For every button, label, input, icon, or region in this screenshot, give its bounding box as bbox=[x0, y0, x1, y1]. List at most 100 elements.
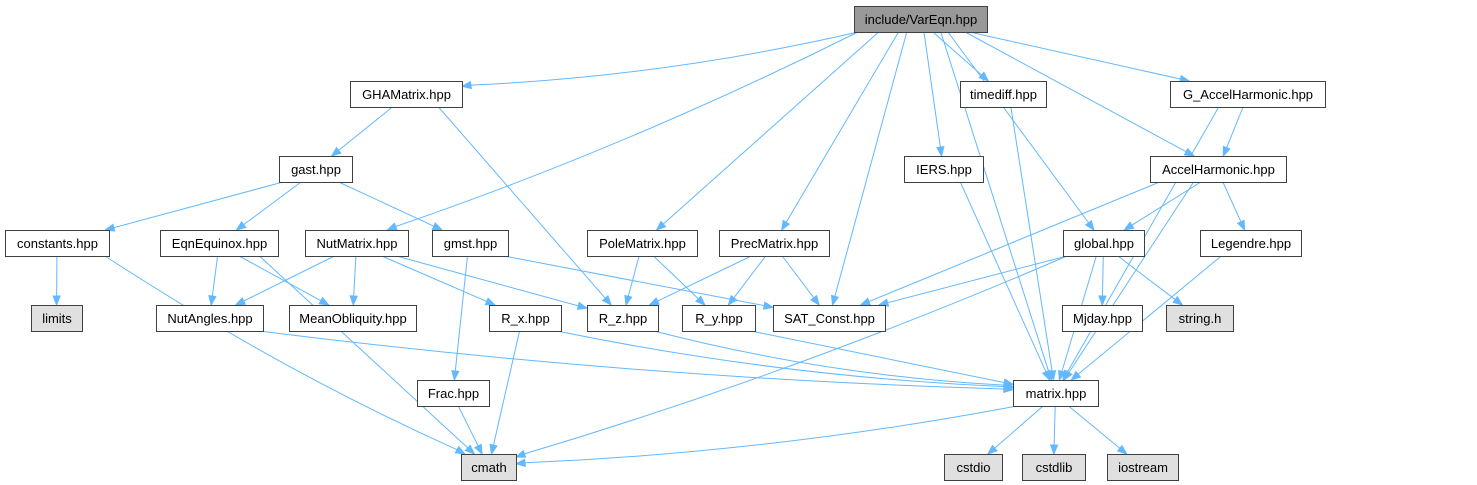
edge-eqnequinox-to-cmath bbox=[259, 255, 476, 455]
edge-nutmatrix-to-meanobliquity bbox=[349, 255, 358, 307]
node-legendre-hpp[interactable]: Legendre.hpp bbox=[1200, 230, 1302, 257]
edge-accelharmonic-to-global bbox=[1123, 181, 1202, 231]
node-r-y-hpp[interactable]: R_y.hpp bbox=[682, 305, 756, 332]
node-mjday-hpp[interactable]: Mjday.hpp bbox=[1062, 305, 1143, 332]
node-g-accelharmonic-hpp[interactable]: G_AccelHarmonic.hpp bbox=[1170, 81, 1326, 108]
node-box bbox=[1200, 230, 1302, 257]
edge-line bbox=[457, 405, 479, 447]
node-box bbox=[305, 230, 409, 257]
node-r-x-hpp[interactable]: R_x.hpp bbox=[489, 305, 562, 332]
edge-line bbox=[662, 31, 880, 225]
edge-line bbox=[1068, 405, 1121, 449]
edge-matrix-to-cmath bbox=[514, 405, 1018, 467]
edge-line bbox=[994, 405, 1044, 449]
node-sat-const-hpp[interactable]: SAT_Const.hpp bbox=[773, 305, 886, 332]
node-timediff-hpp[interactable]: timediff.hpp bbox=[960, 81, 1047, 108]
node-iostream: iostream bbox=[1107, 454, 1179, 481]
arrowhead bbox=[936, 145, 945, 158]
edge-line bbox=[1222, 181, 1242, 223]
node-iers-hpp[interactable]: IERS.hpp bbox=[904, 156, 984, 183]
node-label: AccelHarmonic.hpp bbox=[1162, 162, 1275, 177]
edge-line bbox=[1010, 106, 1053, 372]
edge-precmatrix-to-sat-const bbox=[781, 255, 821, 307]
node-precmatrix-hpp[interactable]: PrecMatrix.hpp bbox=[719, 230, 830, 257]
node-meanobliquity-hpp[interactable]: MeanObliquity.hpp bbox=[289, 305, 417, 332]
arrowhead bbox=[1222, 145, 1231, 158]
edge-line bbox=[1101, 255, 1104, 297]
edge-line bbox=[785, 31, 899, 223]
node-r-z-hpp[interactable]: R_z.hpp bbox=[587, 305, 659, 332]
arrowhead bbox=[1070, 370, 1082, 381]
node-box bbox=[1150, 156, 1287, 183]
arrowhead bbox=[1236, 219, 1246, 232]
edge-line bbox=[1117, 255, 1176, 300]
edge-constants-to-cmath bbox=[104, 255, 467, 455]
edge-precmatrix-to-r-y bbox=[727, 255, 767, 307]
arrowhead bbox=[330, 146, 342, 157]
arrowhead bbox=[648, 297, 660, 306]
arrowhead bbox=[454, 445, 467, 455]
edge-vareqn-to-precmatrix bbox=[780, 31, 899, 232]
arrowhead bbox=[431, 222, 444, 231]
node-gast-hpp[interactable]: gast.hpp bbox=[279, 156, 353, 183]
node-frac-hpp[interactable]: Frac.hpp bbox=[417, 380, 490, 407]
edge-vareqn-to-g-accelharmonic bbox=[969, 31, 1191, 84]
arrowhead bbox=[208, 295, 217, 307]
arrowhead bbox=[1058, 369, 1067, 382]
arrowhead bbox=[1047, 369, 1057, 382]
arrowhead bbox=[624, 294, 633, 307]
edge-line bbox=[653, 255, 699, 300]
edge-line bbox=[947, 31, 1089, 224]
node-include-vareqn-hpp[interactable]: include/VarEqn.hpp bbox=[854, 6, 988, 33]
edge-line bbox=[438, 106, 606, 299]
node-box bbox=[5, 230, 110, 257]
edge-line bbox=[556, 330, 1005, 388]
node-nutmatrix-hpp[interactable]: NutMatrix.hpp bbox=[305, 230, 409, 257]
node-nutangles-hpp[interactable]: NutAngles.hpp bbox=[156, 305, 264, 332]
node-box bbox=[773, 305, 886, 332]
node-gmst-hpp[interactable]: gmst.hpp bbox=[432, 230, 509, 257]
edge-line bbox=[887, 255, 1068, 304]
arrowhead bbox=[349, 295, 358, 307]
edge-matrix-to-cstdio bbox=[986, 405, 1044, 455]
edge-nutmatrix-to-r-x bbox=[381, 255, 497, 306]
edge-global-to-sat-const bbox=[877, 255, 1068, 307]
node-matrix-hpp[interactable]: matrix.hpp bbox=[1013, 380, 1099, 407]
node-constants-hpp[interactable]: constants.hpp bbox=[5, 230, 110, 257]
arrowhead bbox=[1172, 295, 1184, 306]
edge-frac-to-cmath bbox=[457, 405, 483, 456]
arrowhead bbox=[234, 296, 247, 306]
edge-line bbox=[470, 31, 859, 86]
edge-line bbox=[969, 31, 1181, 80]
edge-nutmatrix-to-r-z bbox=[396, 255, 589, 310]
edge-polematrix-to-r-y bbox=[653, 255, 706, 306]
edge-matrix-to-cstdlib bbox=[1049, 405, 1059, 456]
arrowhead bbox=[451, 370, 460, 382]
node-box bbox=[160, 230, 279, 257]
node-box bbox=[350, 81, 463, 108]
node-global-hpp[interactable]: global.hpp bbox=[1063, 230, 1145, 257]
node-box bbox=[854, 6, 988, 33]
arrowhead bbox=[1084, 219, 1095, 232]
edge-r-z-to-matrix bbox=[653, 330, 1015, 390]
node-eqnequinox-hpp[interactable]: EqnEquinox.hpp bbox=[160, 230, 279, 257]
arrowhead bbox=[601, 295, 613, 307]
arrowhead bbox=[386, 222, 398, 231]
node-polematrix-hpp[interactable]: PoleMatrix.hpp bbox=[587, 230, 698, 257]
edge-line bbox=[353, 255, 357, 297]
edge-vareqn-to-sat-const bbox=[830, 31, 908, 307]
node-box bbox=[1013, 380, 1099, 407]
node-accelharmonic-hpp[interactable]: AccelHarmonic.hpp bbox=[1150, 156, 1287, 183]
edge-line bbox=[396, 255, 579, 307]
node-label: include/VarEqn.hpp bbox=[865, 12, 978, 27]
edge-line bbox=[211, 255, 219, 297]
edge-gast-to-eqnequinox bbox=[235, 181, 302, 231]
node-ghamatrix-hpp[interactable]: GHAMatrix.hpp bbox=[350, 81, 463, 108]
node-box bbox=[960, 81, 1047, 108]
node-box bbox=[461, 454, 517, 481]
edge-line bbox=[1226, 106, 1244, 148]
edge-line bbox=[338, 181, 435, 227]
edge-line bbox=[258, 330, 1005, 390]
edge-line bbox=[338, 106, 393, 151]
